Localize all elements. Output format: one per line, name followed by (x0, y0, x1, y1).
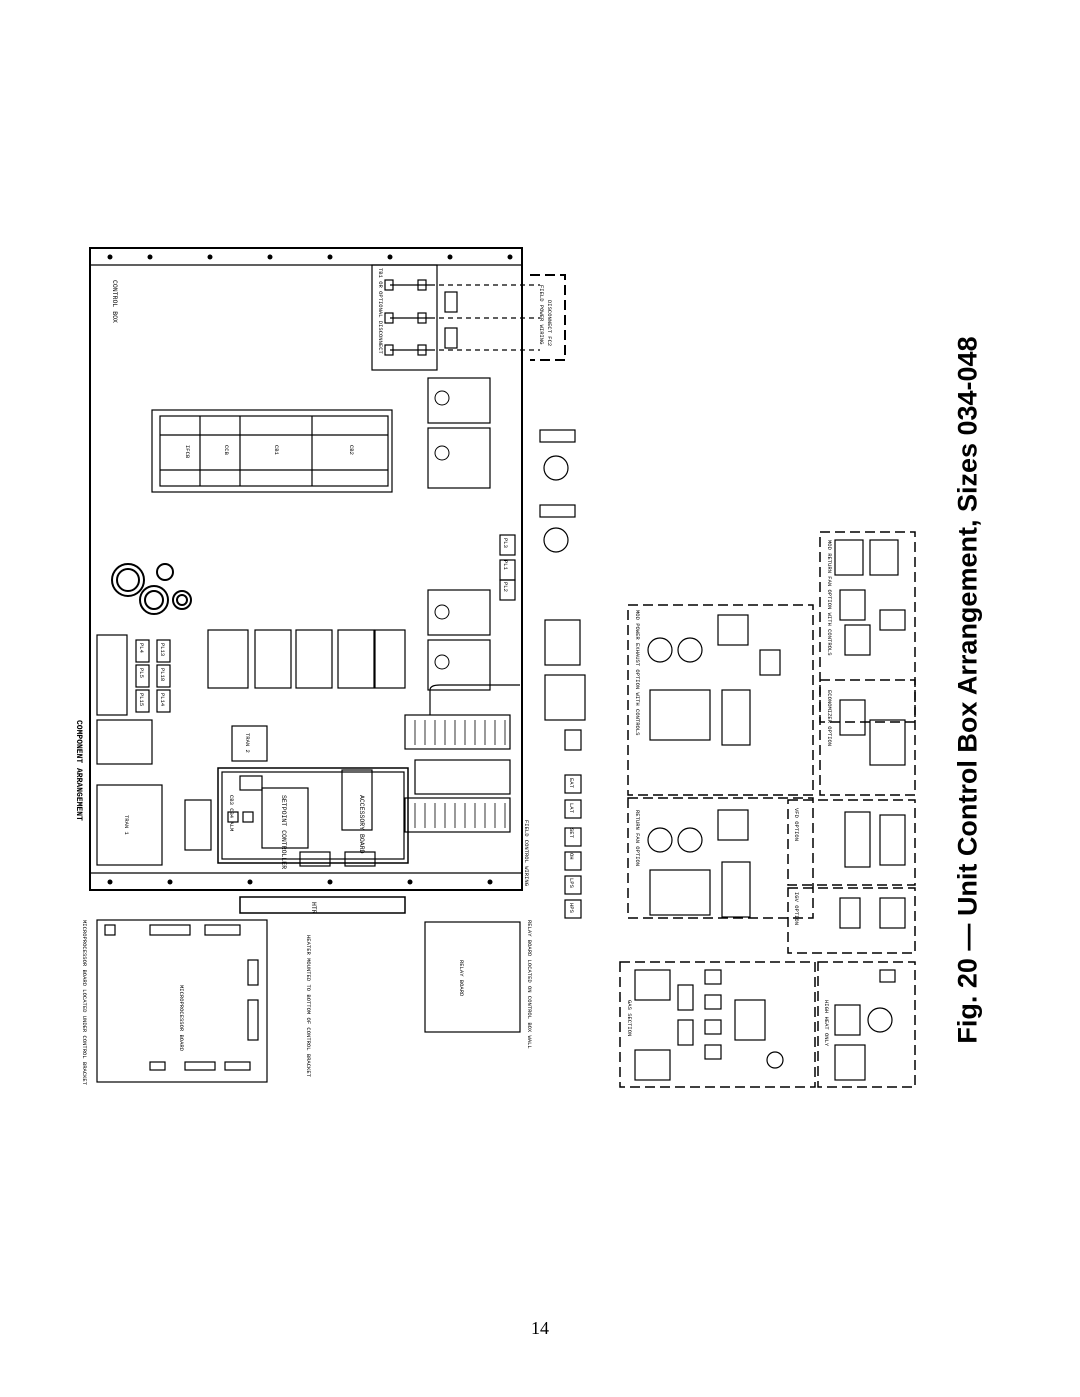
economizer-panel: ECONOMIZER OPTION (819, 679, 916, 796)
field-power-wiring-label: FIELD POWER WIRING (538, 285, 545, 344)
plug-label-pl1: PL1 (502, 560, 509, 571)
sensor-label-eat: EAT (568, 778, 575, 789)
high-heat-panel: HIGH HEAT ONLY (817, 961, 916, 1088)
controller-assembly: SETPOINT CONTROLLER ACCESSORY BOARD CB3 … (217, 767, 409, 869)
heater: HTR (239, 896, 406, 914)
field-control-wiring-label: FIELD CONTROL WIRING (523, 820, 530, 886)
disconnect-fc2-label: DISCONNECT FC2 (546, 300, 553, 346)
power-exhaust-label: MOD POWER EXHAUST OPTION WITH CONTROLS (634, 610, 641, 736)
cb3-cb4-alm-label: CB3 CB4 ALM (228, 795, 235, 831)
ccb-label: CCB (223, 445, 230, 456)
plug-label-pl5: PL5 (138, 668, 145, 678)
relay-board: RELAY BOARD RELAY BOARD LOCATED ON CONTR… (424, 920, 533, 1049)
ifcb-label: IFCB (184, 445, 191, 459)
transformers: TRAN 1 TRAN 2 (96, 725, 268, 866)
high-heat-label: HIGH HEAT ONLY (823, 1000, 830, 1047)
power-exhaust-panel: MOD POWER EXHAUST OPTION WITH CONTROLS (627, 604, 814, 796)
figure-caption-text: Fig. 20 — Unit Control Box Arrangement, … (952, 336, 983, 1044)
contactor-blocks (427, 377, 491, 691)
gas-section-label: GAS SECTION (626, 1000, 633, 1036)
igv-panel: IGV OPTION (787, 887, 916, 954)
plug-label-pl18: PL18 (159, 668, 166, 681)
economizer-label: ECONOMIZER OPTION (826, 690, 833, 746)
sensor-label-lps: LPS (568, 878, 575, 889)
tran2-label: TRAN 2 (244, 733, 251, 753)
capacitors (111, 563, 192, 615)
mod-return-fan-panel: MOD RETURN FAN OPTION WITH CONTROLS (819, 531, 916, 723)
relay-row (207, 629, 406, 689)
sensor-label-hps: HPS (568, 903, 575, 914)
main-control-box: COMPONENT ARRANGEMENT CONTROL BOX (74, 247, 523, 891)
microprocessor-board-label: MICROPROCESSOR BOARD (178, 985, 185, 1052)
circuit-breaker-strip: IFCB CCB CB1 CB2 (151, 409, 393, 493)
return-fan-label: RETURN FAN OPTION (634, 810, 641, 866)
cb2-label: CB2 (348, 445, 355, 455)
vfd-panel: VFD OPTION (787, 799, 916, 886)
igv-option-label: IGV OPTION (793, 892, 800, 925)
setpoint-controller-label: SETPOINT CONTROLLER (280, 795, 287, 869)
plug-label-pl15: PL15 (138, 693, 145, 706)
component-arrangement-label: COMPONENT ARRANGEMENT (74, 720, 83, 821)
plug-label-pl4: PL4 (138, 643, 145, 654)
microprocessor-board: MICROPROCESSOR BOARD LOCATED UNDER CONTR… (81, 919, 268, 1086)
sensor-label-oh: OH (568, 853, 575, 860)
page-number: 14 (531, 1318, 549, 1338)
terminal-boards (404, 684, 520, 833)
heater-note: HEATER MOUNTED TO BOTTOM OF CONTROL BRAC… (305, 935, 312, 1078)
accessory-board-label: ACCESSORY BOARD (358, 795, 365, 854)
left-plugs (96, 634, 171, 765)
relay-note: RELAY BOARD LOCATED ON CONTROL BOX WALL (526, 920, 533, 1049)
plug-label-pl14: PL14 (159, 693, 166, 707)
vfd-option-label: VFD OPTION (793, 808, 800, 841)
tran1-label: TRAN 1 (123, 815, 130, 836)
sensor-label-set: SET (568, 828, 575, 839)
sensor-strip: FIELD CONTROL WIRING (523, 674, 586, 919)
plug-label-pl2: PL2 (502, 582, 509, 592)
figure-caption: Fig. 20 — Unit Control Box Arrangement, … (938, 270, 998, 1110)
control-box-label: CONTROL BOX (111, 280, 118, 323)
gas-section-panel: GAS SECTION (619, 961, 816, 1088)
mod-return-fan-label: MOD RETURN FAN OPTION WITH CONTROLS (826, 540, 833, 656)
right-plugs (499, 429, 581, 666)
relay-board-label: RELAY BOARD (458, 960, 465, 997)
plug-label-pl13: PL13 (159, 643, 166, 656)
htr-label: HTR (310, 902, 317, 914)
cb1-label: CB1 (273, 445, 280, 456)
disconnect-area: TB1 OR OPTIONAL DISCONNECT FIELD POWER W… (371, 264, 566, 371)
microprocessor-note: MICROPROCESSOR BOARD LOCATED UNDER CONTR… (81, 920, 88, 1086)
return-fan-panel: RETURN FAN OPTION (627, 797, 814, 919)
plug-label-pl3: PL3 (502, 538, 509, 548)
sensor-label-lat: LAT (568, 803, 575, 814)
tb1-disconnect-label: TB1 OR OPTIONAL DISCONNECT (377, 268, 384, 355)
